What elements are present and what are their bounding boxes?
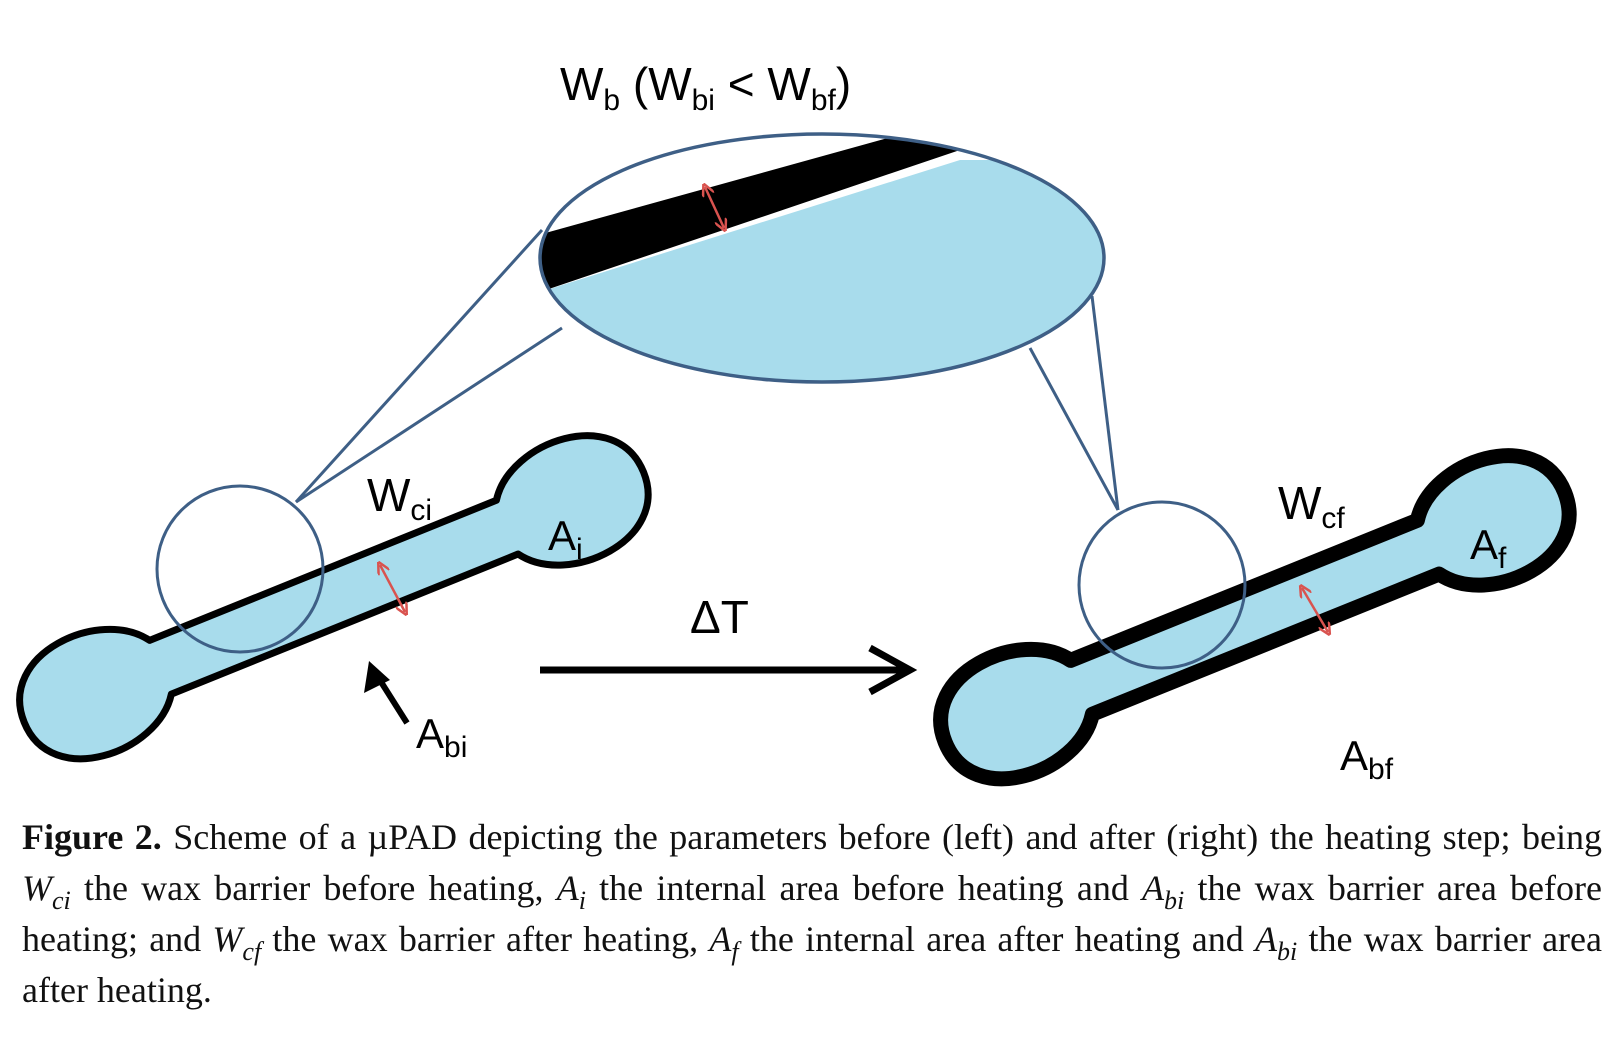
left-device-channel	[16, 432, 652, 763]
zoom-width-arrow	[705, 187, 724, 228]
caption-figure-number: Figure 2.	[22, 817, 162, 857]
right-width-arrow	[1302, 588, 1328, 632]
caption-text: the wax barrier before heating,	[70, 868, 557, 908]
caption-subscript: bi	[1277, 937, 1298, 967]
caption-text: Scheme of a µPAD depicting the parameter…	[161, 817, 1602, 857]
figure-caption: Figure 2. Scheme of a µPAD depicting the…	[22, 812, 1602, 1016]
right-device	[933, 448, 1577, 787]
left-area-label: Ai	[548, 512, 583, 566]
zoom-wax-band	[540, 134, 960, 292]
caption-variable: A	[556, 868, 579, 908]
right-area-label: Af	[1470, 521, 1507, 575]
right-width-label: Wcf	[1278, 477, 1345, 535]
zoom-width-label: Wb (Wbi < Wbf)	[560, 58, 851, 117]
caption-text: the wax barrier area after heating.	[22, 919, 1602, 1010]
right-barrier-label: Abf	[1340, 732, 1394, 786]
caption-variable: A	[1255, 919, 1278, 959]
caption-variable: A	[709, 919, 732, 959]
zoom-ellipse	[538, 132, 1106, 384]
right-device-channel	[933, 448, 1577, 787]
caption-text: the internal area before heating and	[585, 868, 1143, 908]
caption-variable: W	[22, 868, 52, 908]
caption-variable: A	[1142, 868, 1165, 908]
caption-text: the wax barrier area before heating; and	[22, 868, 1602, 959]
zoom-connector-lines	[294, 228, 1120, 511]
zoom-fluid-region	[540, 160, 1104, 382]
left-device	[16, 432, 652, 763]
heating-arrow-label: ΔT	[690, 591, 749, 643]
left-zoom-circle	[155, 484, 325, 654]
caption-subscript: f	[731, 937, 739, 967]
caption-subscript: bi	[1164, 886, 1185, 916]
left-width-label: Wci	[367, 469, 432, 527]
caption-subscript: ci	[52, 886, 71, 916]
left-barrier-pointer-head	[364, 661, 390, 693]
caption-subscript: i	[578, 886, 586, 916]
heating-arrow	[540, 644, 918, 696]
caption-subscript: cf	[242, 937, 262, 967]
right-zoom-circle	[1077, 500, 1247, 670]
left-barrier-label: Abi	[416, 710, 467, 764]
figure-diagram: Wb (Wbi < Wbf) Wci Ai Abi ΔT Wcf Af	[16, 58, 1577, 787]
caption-text: the internal area after heating and	[738, 919, 1256, 959]
caption-variable: W	[212, 919, 243, 959]
caption-text: the wax barrier after heating,	[261, 919, 710, 959]
left-width-arrow	[380, 565, 405, 612]
